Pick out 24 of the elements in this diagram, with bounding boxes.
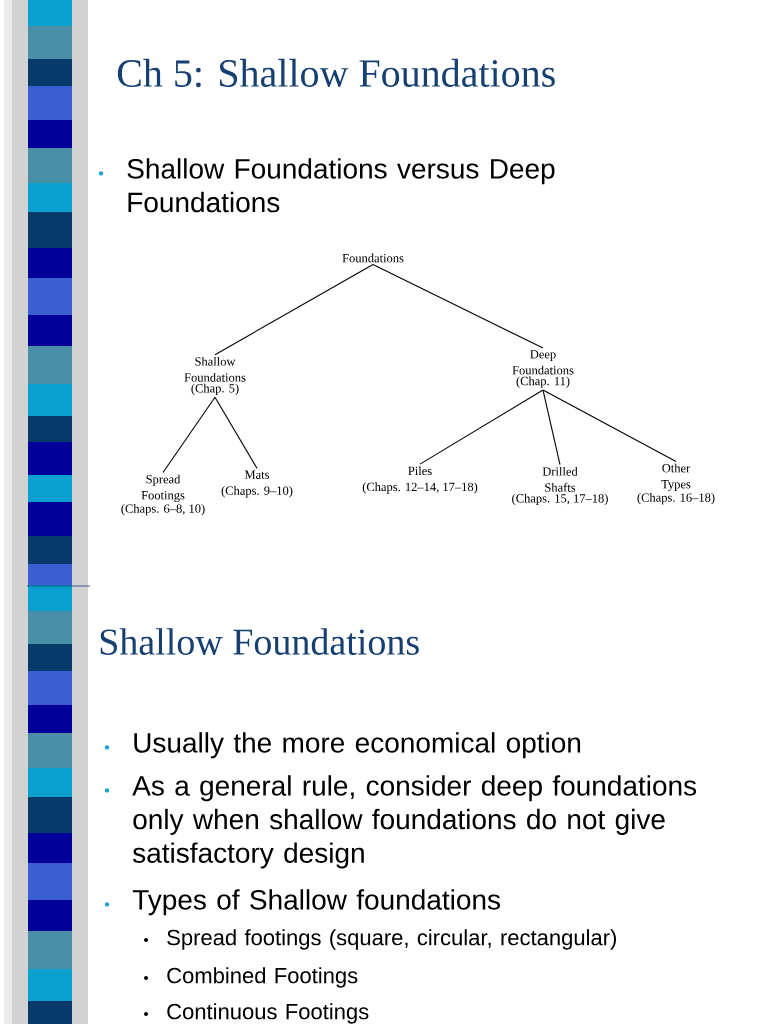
tree-label: Spread Footings (Chaps. 6–8, 10) — [121, 474, 205, 516]
branch-line — [214, 264, 374, 356]
tree-label: Deep Foundations (Chap. 11) — [512, 350, 574, 388]
bullet-text: Spread footings (square, circular, rectangular) — [167, 929, 616, 950]
tree-label: Piles (Chaps. 12–14, 17–18) — [362, 466, 478, 494]
bullet-text: As a general rule, consider deep foundations only when shallow foundations do not give satisfactory design — [132, 775, 697, 869]
tree-label: Mats (Chaps. 9–10) — [221, 470, 293, 498]
bullet-text: Combined Footings — [167, 967, 358, 988]
branch-line — [542, 389, 677, 462]
bullet-text: Types of Shallow foundations — [132, 889, 500, 916]
bullet-text: Usually the more economical option — [134, 732, 581, 759]
tree-label: Foundations — [342, 253, 404, 263]
bullet-text: Shallow Foundations versus Deep Foundations — [127, 158, 555, 213]
branch-line — [542, 389, 561, 466]
tree-label: Shallow Foundations (Chap. 5) — [184, 356, 246, 396]
slide-title: Ch 5: Shallow Foundations — [117, 58, 555, 88]
section-heading: Shallow Foundations — [100, 628, 419, 655]
branch-line — [162, 396, 216, 473]
tree-label: Drilled Shafts (Chaps. 15, 17–18) — [512, 466, 608, 506]
branch-line — [214, 396, 258, 469]
bullet-text: Continuous Footings — [167, 1003, 369, 1024]
tree-label: Other Types (Chaps. 16–18) — [637, 463, 715, 505]
branch-line — [372, 264, 544, 349]
branch-line — [419, 389, 544, 465]
